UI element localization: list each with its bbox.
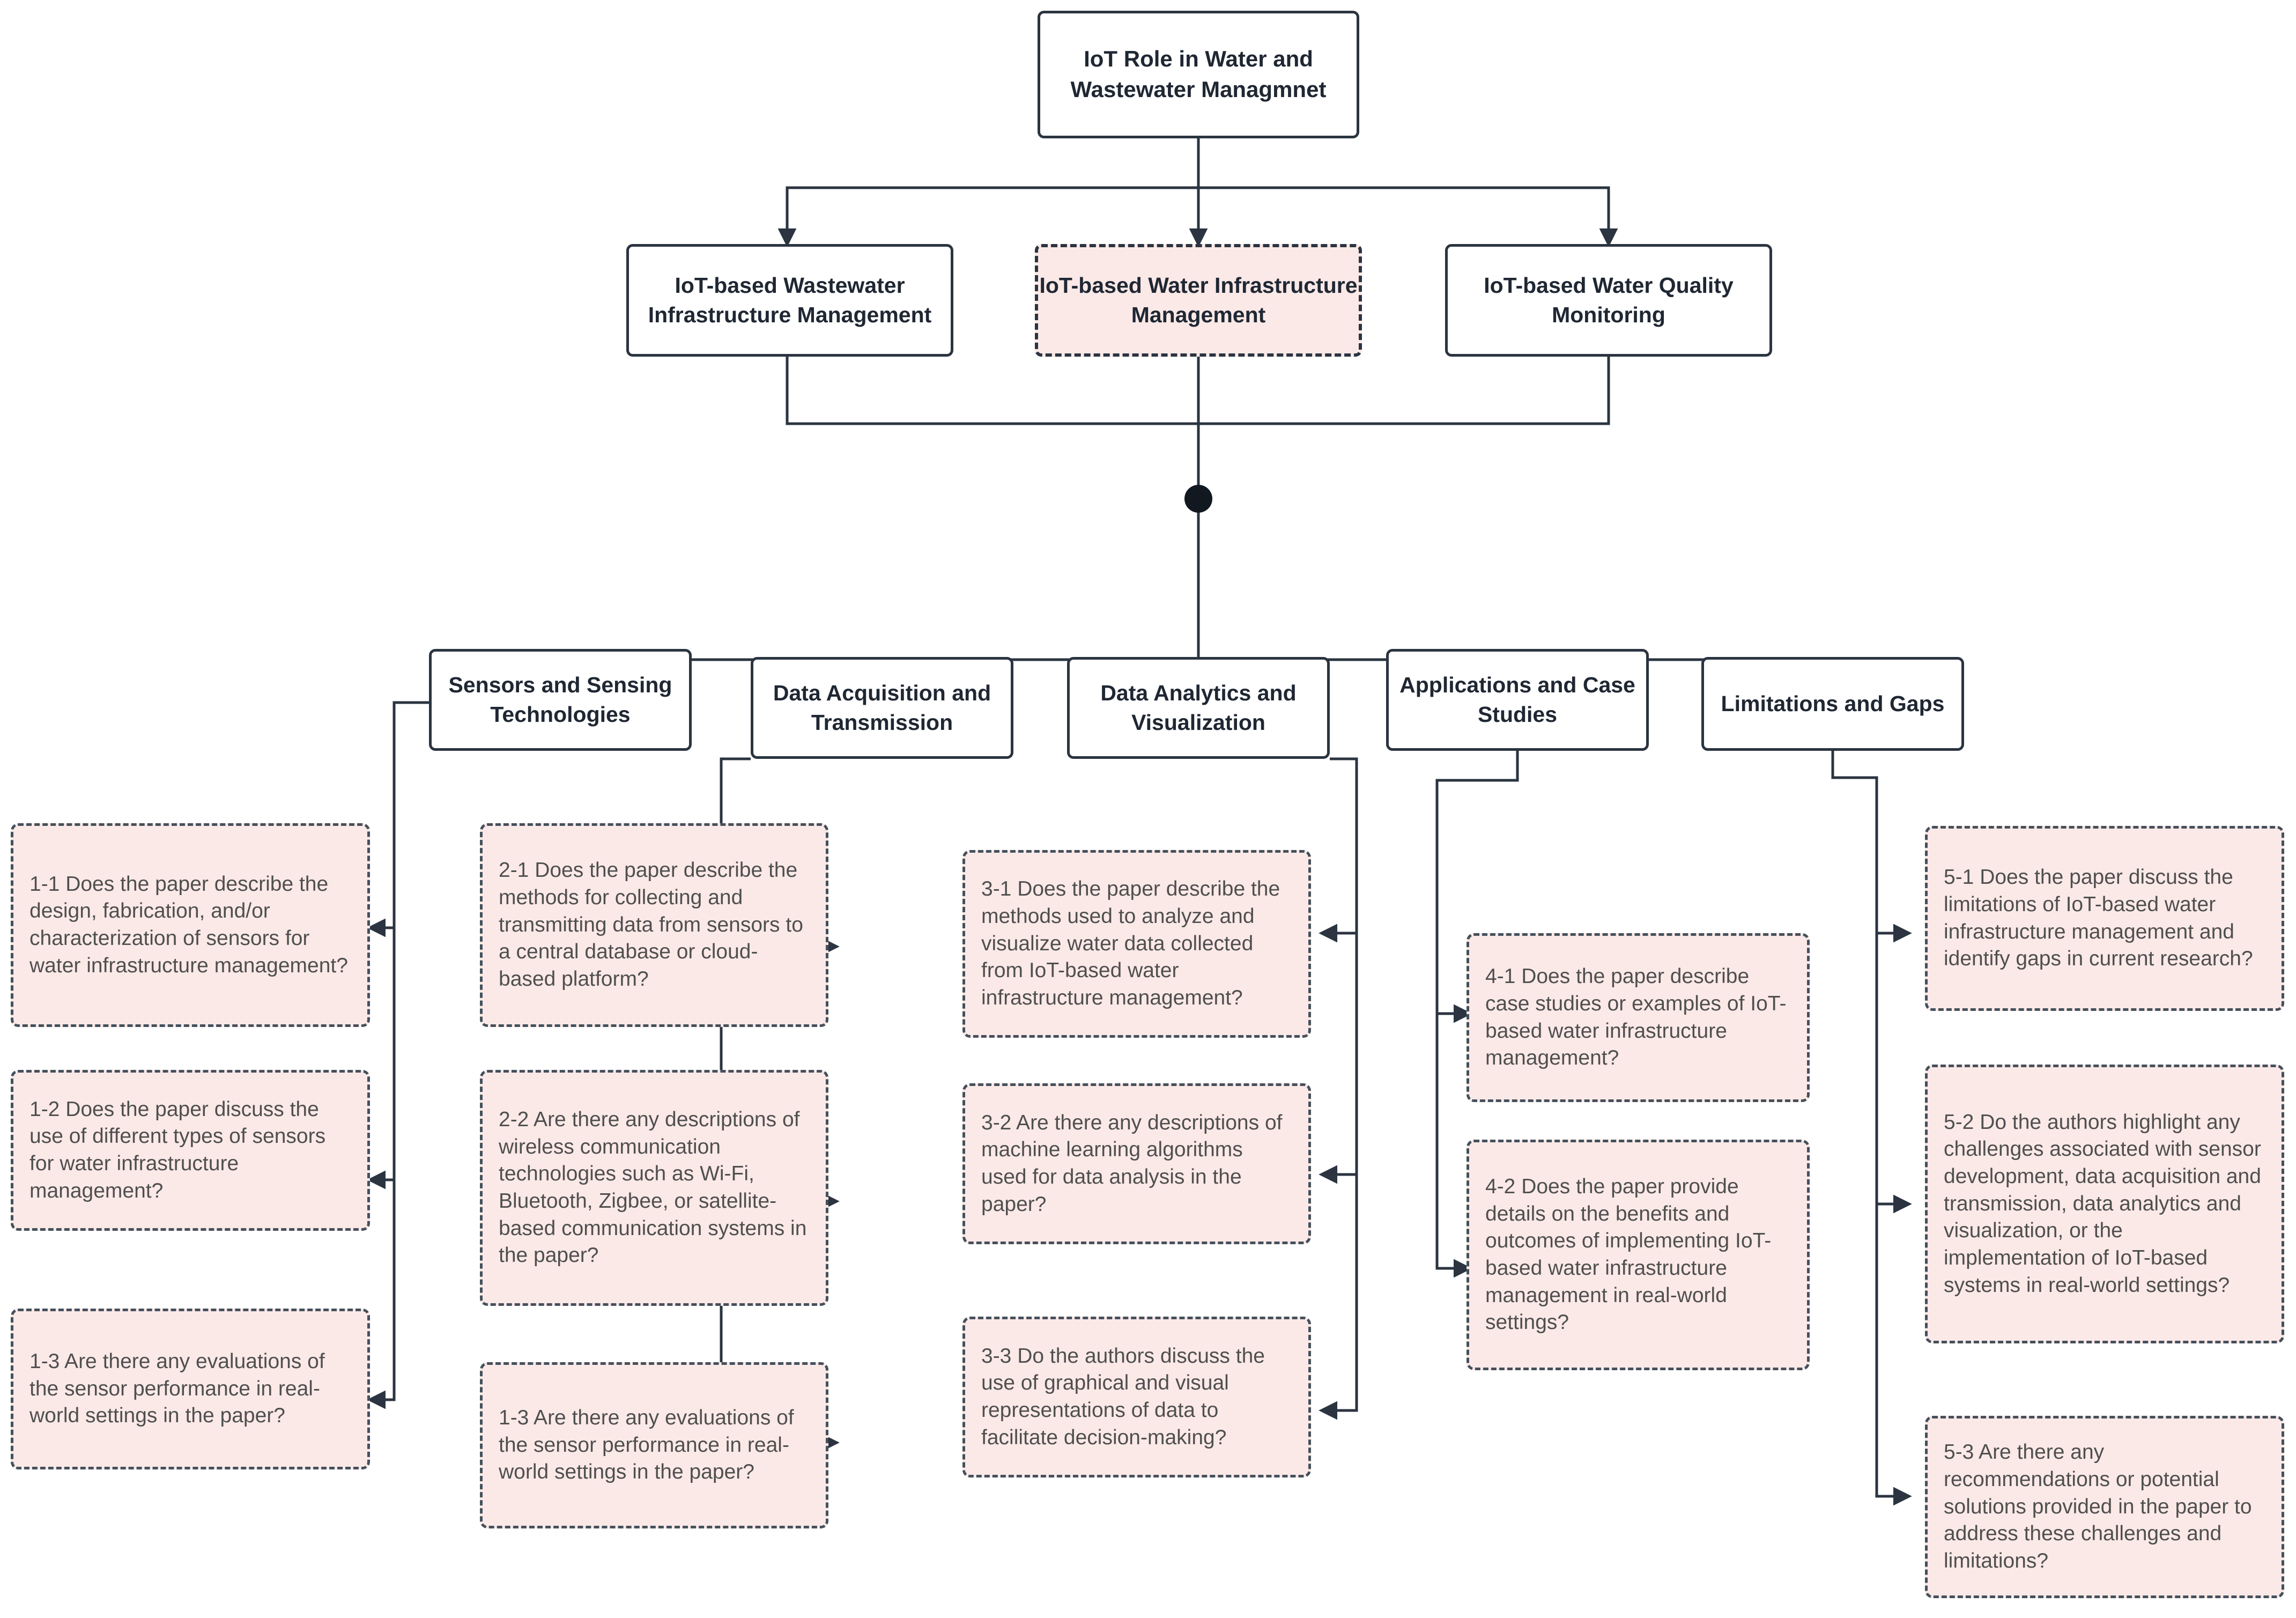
question-box-1-1[interactable]: 1-1 Does the paper describe the design, … [11, 823, 370, 1027]
category-node-limitations-label: Limitations and Gaps [1721, 691, 1945, 716]
question-box-3-1[interactable]: 3-1 Does the paper describe the methods … [962, 850, 1311, 1038]
question-box-1-3[interactable]: 1-3 Are there any evaluations of the sen… [11, 1309, 370, 1469]
question-box-4-1[interactable]: 4-1 Does the paper describe case studies… [1467, 933, 1810, 1102]
root-node-label: IoT Role in Water and Wastewater Managmn… [1070, 46, 1327, 102]
level2-node-water-infrastructure-label: IoT-based Water Infrastructure Managemen… [1039, 272, 1358, 327]
category-node-applications[interactable]: Applications and Case Studies [1386, 649, 1649, 751]
level2-node-wastewater-infrastructure[interactable]: IoT-based Wastewater Infrastructure Mana… [626, 244, 953, 357]
root-node[interactable]: IoT Role in Water and Wastewater Managmn… [1038, 11, 1359, 138]
question-box-4-2-text: 4-2 Does the paper provide details on th… [1485, 1174, 1772, 1334]
level2-node-water-quality-monitoring[interactable]: IoT-based Water Quality Monitoring [1445, 244, 1772, 357]
question-box-1-3-text: 1-3 Are there any evaluations of the sen… [29, 1349, 325, 1428]
question-box-3-1-text: 3-1 Does the paper describe the methods … [981, 877, 1280, 1010]
question-box-5-3[interactable]: 5-3 Are there any recommendations or pot… [1925, 1416, 2284, 1598]
question-box-3-2-text: 3-2 Are there any descriptions of machin… [981, 1111, 1283, 1216]
question-box-5-2[interactable]: 5-2 Do the authors highlight any challen… [1925, 1065, 2284, 1343]
level2-node-water-quality-monitoring-label: IoT-based Water Quality Monitoring [1484, 272, 1734, 327]
question-box-4-1-text: 4-1 Does the paper describe case studies… [1485, 965, 1787, 1070]
question-box-2-2-text: 2-2 Are there any descriptions of wirele… [499, 1107, 807, 1267]
category-node-sensors-label: Sensors and Sensing Technologies [448, 672, 672, 727]
junction-dot [1184, 485, 1212, 513]
category-node-data-analytics[interactable]: Data Analytics and Visualization [1067, 657, 1330, 759]
category-node-limitations[interactable]: Limitations and Gaps [1701, 657, 1964, 751]
question-box-5-3-text: 5-3 Are there any recommendations or pot… [1944, 1440, 2252, 1573]
question-box-2-1-text: 2-1 Does the paper describe the methods … [499, 859, 803, 991]
level2-node-water-infrastructure[interactable]: IoT-based Water Infrastructure Managemen… [1035, 244, 1362, 357]
question-box-3-3-text: 3-3 Do the authors discuss the use of gr… [981, 1344, 1265, 1449]
question-box-1-2-text: 1-2 Does the paper discuss the use of di… [29, 1097, 326, 1202]
category-node-sensors[interactable]: Sensors and Sensing Technologies [429, 649, 692, 751]
question-box-3-2[interactable]: 3-2 Are there any descriptions of machin… [962, 1083, 1311, 1244]
question-box-2-2[interactable]: 2-2 Are there any descriptions of wirele… [480, 1070, 828, 1306]
question-box-2-3-text: 1-3 Are there any evaluations of the sen… [499, 1406, 794, 1484]
question-box-5-1-text: 5-1 Does the paper discuss the limitatio… [1944, 866, 2253, 971]
question-box-3-3[interactable]: 3-3 Do the authors discuss the use of gr… [962, 1317, 1311, 1477]
question-box-4-2[interactable]: 4-2 Does the paper provide details on th… [1467, 1140, 1810, 1370]
level2-node-wastewater-infrastructure-label: IoT-based Wastewater Infrastructure Mana… [648, 272, 932, 327]
category-node-data-acquisition[interactable]: Data Acquisition and Transmission [751, 657, 1013, 759]
question-box-5-1[interactable]: 5-1 Does the paper discuss the limitatio… [1925, 826, 2284, 1011]
category-node-data-acquisition-label: Data Acquisition and Transmission [773, 680, 991, 735]
question-box-1-2[interactable]: 1-2 Does the paper discuss the use of di… [11, 1070, 370, 1231]
question-box-1-1-text: 1-1 Does the paper describe the design, … [29, 872, 348, 977]
category-node-data-analytics-label: Data Analytics and Visualization [1100, 680, 1297, 735]
question-box-2-1[interactable]: 2-1 Does the paper describe the methods … [480, 823, 828, 1027]
question-box-2-3[interactable]: 1-3 Are there any evaluations of the sen… [480, 1362, 828, 1528]
question-box-5-2-text: 5-2 Do the authors highlight any challen… [1944, 1110, 2261, 1297]
category-node-applications-label: Applications and Case Studies [1399, 672, 1635, 727]
